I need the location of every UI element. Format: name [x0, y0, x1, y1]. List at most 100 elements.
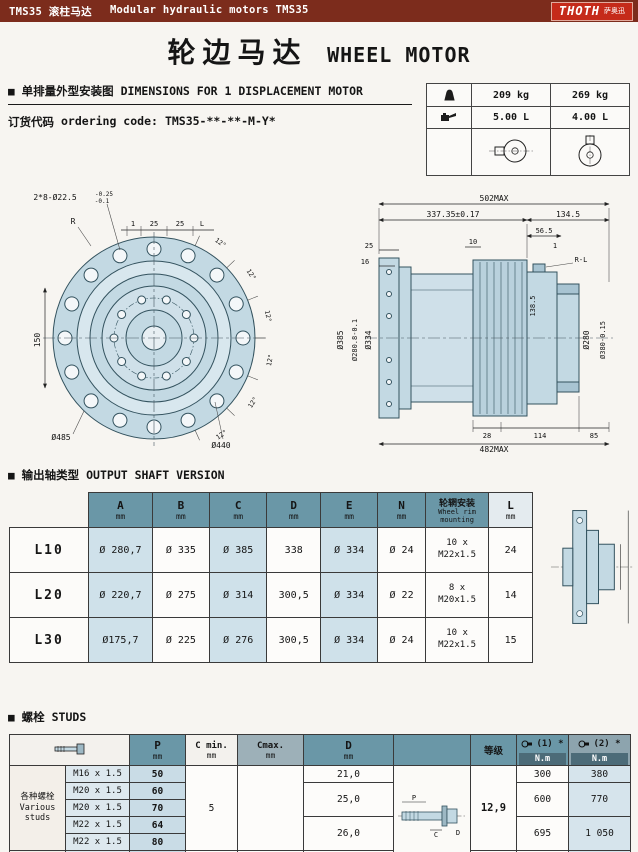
- angle-ticks: [194, 235, 266, 441]
- stud-diagram: P C D: [398, 794, 466, 839]
- page-title-en: WHEEL MOTOR: [327, 43, 471, 67]
- brand-logo: THOTH 萨奥迅: [550, 1, 633, 21]
- torque2-value: 1 050: [568, 816, 631, 851]
- dim-label-485: Ø485: [51, 432, 70, 442]
- cell-a: Ø 220,7: [88, 572, 153, 618]
- rim-header-en2: mounting: [440, 515, 474, 524]
- col-letter-d: D: [290, 499, 298, 512]
- ordering-label-en: ordering code:: [61, 114, 158, 128]
- brand-name-cn: 萨奥迅: [604, 7, 625, 15]
- dimensions-section-header: ■ 单排量外型安装图 DIMENSIONS FOR 1 DISPLACEMENT…: [0, 83, 638, 176]
- col-unit-c: mm: [233, 512, 244, 521]
- rim-count: 10 x: [446, 628, 468, 639]
- cell-n: Ø 22: [377, 572, 426, 618]
- dim-label-380: Ø380-0.15: [599, 321, 607, 359]
- cell-e: Ø 334: [320, 572, 379, 618]
- side-view: [365, 257, 613, 419]
- dim-label-16: 16: [361, 258, 369, 266]
- dimensions-heading-cn: 单排量外型安装图: [21, 84, 114, 98]
- cell-b: Ø 335: [151, 527, 211, 573]
- side-view-dimensions: 502MAX 337.35±0.17 134.5 56.5 25 16 10 1…: [335, 194, 610, 454]
- col-unit-a: mm: [115, 512, 126, 521]
- row-label: L10: [8, 527, 90, 573]
- dim-label-12deg: 12°: [265, 354, 275, 367]
- dim-label-12deg: 12°: [213, 236, 227, 249]
- dim-label-502max: 502MAX: [480, 194, 509, 203]
- torque2-value: 770: [568, 782, 631, 817]
- dim-tol-top: -0.25: [95, 191, 113, 198]
- d-value: 21,0: [303, 765, 394, 783]
- torque2-label: (2) *: [593, 739, 621, 749]
- output-shaft-heading-cn: 输出轴类型: [21, 468, 80, 482]
- page-title: 轮边马达 WHEEL MOTOR: [0, 31, 638, 71]
- torque2-top: (2) *: [571, 736, 628, 753]
- torque1-top: (1) *: [519, 736, 566, 753]
- page-title-cn: 轮边马达: [167, 36, 308, 69]
- stud-diagram-c: C: [434, 831, 438, 838]
- shaft-row-l20: L20 Ø 220,7 Ø 275 Ø 314 300,5 Ø 334 Ø 22…: [8, 572, 533, 618]
- dim-label-334: Ø334: [363, 330, 373, 349]
- mount-diagram-b-cell: [550, 128, 630, 176]
- cell-l: 24: [488, 527, 533, 573]
- cell-a: Ø 280,7: [88, 527, 153, 573]
- cmax-unit: mm: [265, 750, 276, 760]
- brand-name: THOTH: [558, 4, 600, 18]
- spec-empty-cell: [426, 128, 472, 176]
- weight-icon-cell: [426, 83, 472, 107]
- drum-ribs: [479, 262, 523, 414]
- col-header-torque1: (1) * N.m: [516, 734, 569, 766]
- bottom-dim-ticks: [472, 396, 610, 432]
- studs-row-2: M20 x 1.5 60 25,0 600 770: [10, 782, 631, 817]
- rim-count: 8 x: [448, 583, 466, 594]
- bullet-square-icon: ■: [8, 468, 15, 482]
- rim-header-en1: Wheel rim: [438, 507, 477, 516]
- col-unit-b: mm: [176, 512, 186, 521]
- mount-diagram-a-cell: [471, 128, 551, 176]
- weight-value-a: 209 kg: [471, 83, 551, 107]
- d-unit: mm: [343, 752, 354, 761]
- dim-label-rl-port: R-L: [575, 256, 588, 264]
- thread-size: M22 x 1.5: [65, 833, 130, 851]
- flange-bolt-dots: [386, 269, 392, 407]
- mount-diagram-b-icon: [578, 134, 602, 167]
- cell-n: Ø 24: [377, 617, 426, 663]
- dim-label-85: 85: [590, 432, 598, 440]
- torque1-value: 300: [516, 765, 569, 783]
- col-header-cmax: Cmax.mm: [237, 734, 304, 766]
- weight-oil-spec-table: 209 kg 269 kg 5.00 L 4.00 L: [426, 83, 630, 176]
- oil-value-b: 4.00 L: [550, 106, 630, 129]
- group-studs-en1: Various: [19, 802, 56, 813]
- cell-l: 15: [488, 617, 533, 663]
- col-header-rim: 轮辋安装 Wheel rim mounting: [424, 492, 490, 528]
- row-label: L30: [8, 617, 90, 663]
- oil-value-a: 5.00 L: [471, 106, 551, 129]
- col-letter-a: A: [117, 499, 124, 512]
- cmin-value: 5: [185, 765, 238, 851]
- torque-wrench-icon: [578, 740, 590, 748]
- col-unit-n: mm: [396, 512, 407, 521]
- stud-diagram-d: D: [456, 829, 460, 837]
- cell-a: Ø175,7: [88, 617, 153, 663]
- dim-label-114: 114: [534, 432, 547, 440]
- cmax-value: [237, 765, 304, 851]
- col-letter-c: C: [234, 499, 242, 512]
- header-model-cn: TMS35 滚柱马达: [9, 5, 92, 18]
- cell-e: Ø 334: [320, 617, 379, 663]
- thread-size: M16 x 1.5: [65, 765, 130, 783]
- dim-label-385: Ø385: [335, 330, 345, 349]
- row-label: L20: [8, 572, 90, 618]
- d-label: D: [345, 739, 352, 752]
- group-label-studs: 各种螺栓 Various studs: [9, 765, 66, 851]
- dim-label-1: 1: [131, 220, 135, 228]
- rim-thread: M22x1.5: [438, 640, 477, 650]
- p-label: P: [154, 739, 161, 752]
